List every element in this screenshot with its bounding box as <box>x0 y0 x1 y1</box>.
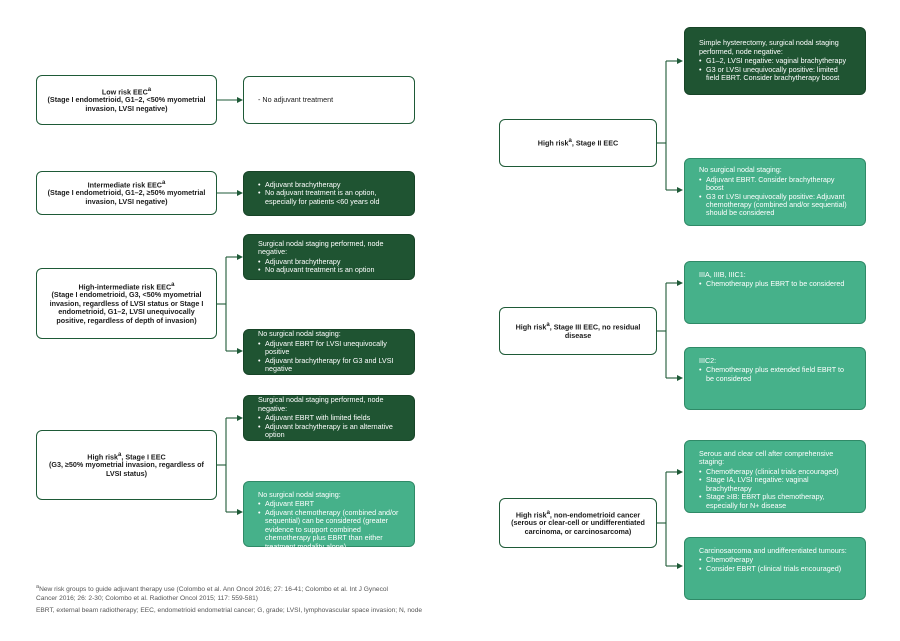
outcome-bullet: Adjuvant EBRT for LVSI unequivocally pos… <box>258 339 400 357</box>
outcome-bullet: G1–2, LVSI negative: vaginal brachythera… <box>699 56 851 66</box>
outcome-bullet: Stage ≥IB: EBRT plus chemotherapy, espec… <box>699 493 851 510</box>
outcome-bullet: Adjuvant chemotherapy (combined and/or s… <box>258 508 400 551</box>
outcome-box-high3-iiic2: IIIC2: Chemotherapy plus extended field … <box>684 347 866 410</box>
risk-box-high-non-endometrioid: High riska, non-endometrioid cancer (ser… <box>499 498 657 548</box>
outcome-bullet: G3 or LVSI unequivocally positive: Adjuv… <box>699 192 851 218</box>
outcome-bullet: Adjuvant brachytherapy is an alternative… <box>258 422 400 440</box>
outcome-bullet: Adjuvant brachytherapy <box>258 257 400 267</box>
footnote-abbreviations: EBRT, external beam radiotherapy; EEC, e… <box>36 607 423 614</box>
outcome-box-hi-nodal: Surgical nodal staging performed, node n… <box>243 234 415 280</box>
outcome-bullet: Adjuvant brachytherapy for G3 and LVSI n… <box>258 356 400 374</box>
outcome-bullet: Stage IA, LVSI negative: vaginal brachyt… <box>699 476 851 493</box>
risk-box-high-stage1: High riska, Stage I EEC (G3, ≥50% myomet… <box>36 430 217 500</box>
outcome-box-high3-iiia: IIIA, IIIB, IIIC1: Chemotherapy plus EBR… <box>684 261 866 324</box>
outcome-bullet: G3 or LVSI unequivocally positive: limit… <box>699 65 851 83</box>
outcome-bullet: No adjuvant treatment is an option, espe… <box>258 189 400 206</box>
outcome-box-high1-nodal: Surgical nodal staging performed, node n… <box>243 395 415 441</box>
outcome-box-high2-no-nodal: No surgical nodal staging: Adjuvant EBRT… <box>684 158 866 226</box>
outcome-bullet: Chemotherapy plus EBRT to be considered <box>699 279 851 289</box>
risk-box-low: Low risk EECa (Stage I endometrioid, G1–… <box>36 75 217 125</box>
outcome-bullet: Adjuvant EBRT. Consider brachytherapy bo… <box>699 175 851 193</box>
outcome-bullet: Adjuvant EBRT <box>258 499 400 509</box>
outcome-bullet: No adjuvant treatment is an option <box>258 265 400 275</box>
outcome-box-high2-nodal: Simple hysterectomy, surgical nodal stag… <box>684 27 866 95</box>
outcome-box-high1-no-nodal: No surgical nodal staging: Adjuvant EBRT… <box>243 481 415 551</box>
outcome-bullet: Chemotherapy <box>699 555 851 565</box>
outcome-box-low: - No adjuvant treatment <box>243 76 415 124</box>
footnote-risk-groups: aNew risk groups to guide adjuvant thera… <box>36 584 388 603</box>
outcome-bullet: Adjuvant brachytherapy <box>258 180 400 190</box>
outcome-bullet: Chemotherapy (clinical trials encouraged… <box>699 467 851 477</box>
outcome-bullet: Chemotherapy plus extended field EBRT to… <box>699 366 851 383</box>
risk-box-high-stage2: High riska, Stage II EEC <box>499 119 657 167</box>
outcome-box-hi-no-nodal: No surgical nodal staging: Adjuvant EBRT… <box>243 329 415 375</box>
outcome-bullet: Consider EBRT (clinical trials encourage… <box>699 564 851 574</box>
outcome-bullet: Adjuvant EBRT with limited fields <box>258 413 400 423</box>
risk-box-high-intermediate: High-intermediate risk EECa (Stage I end… <box>36 268 217 339</box>
outcome-text: - No adjuvant treatment <box>258 94 334 104</box>
outcome-box-carcinosarcoma: Carcinosarcoma and undifferentiated tumo… <box>684 537 866 600</box>
risk-box-high-stage3: High riska, Stage III EEC, no residual d… <box>499 307 657 355</box>
outcome-box-serous: Serous and clear cell after comprehensiv… <box>684 440 866 513</box>
risk-box-intermediate: Intermediate risk EECa (Stage I endometr… <box>36 171 217 215</box>
outcome-box-intermediate: Adjuvant brachytherapy No adjuvant treat… <box>243 171 415 216</box>
